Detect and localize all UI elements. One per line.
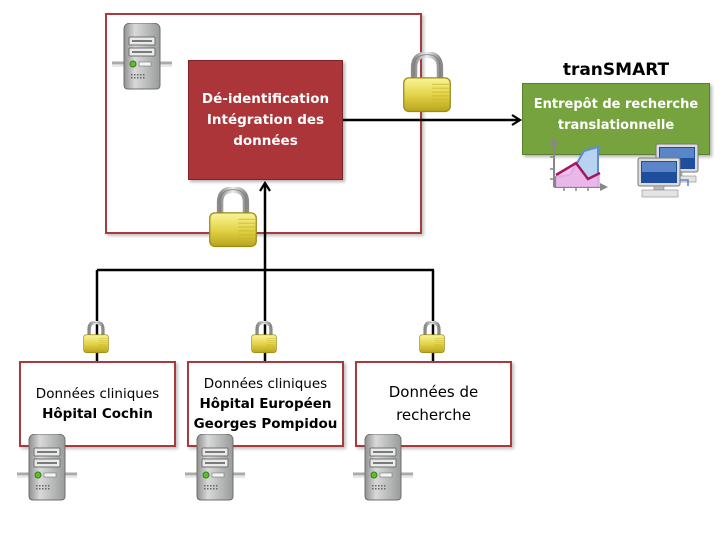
source-2-line-1: Données cliniques [203,376,328,392]
server-icon [183,434,247,502]
source-box-research: Données de recherche [355,361,512,447]
source-3-line-1: Données de [388,383,479,401]
source-box-hegp: Données cliniques Hôpital Européen Georg… [187,361,344,447]
warehouse-line-2: translationnelle [557,118,675,133]
server-icon [15,434,79,502]
area-chart-icon [550,137,608,191]
padlock-icon [82,321,110,354]
transmart-title: tranSMART [562,60,670,80]
core-line-1: Dé-identification [201,90,330,107]
warehouse-line-1: Entrepôt de recherche [533,97,699,112]
source-1-line-2: Hôpital Cochin [42,406,153,422]
server-icon [110,23,174,91]
core-line-2: Intégration des [206,111,325,128]
padlock-icon [250,321,278,354]
desktop-computers-icon [637,143,699,198]
padlock-icon [418,321,446,354]
padlock-icon [400,52,454,114]
source-2-line-3: Georges Pompidou [193,416,338,432]
source-box-cochin: Données cliniques Hôpital Cochin [19,361,176,447]
padlock-icon [206,187,260,249]
source-2-line-2: Hôpital Européen [199,396,332,412]
server-icon [351,434,415,502]
core-line-3: données [233,132,298,149]
deidentification-integration-box: Dé-identification Intégration des donnée… [188,60,343,180]
source-1-line-1: Données cliniques [35,386,160,402]
source-3-line-2: recherche [396,406,471,424]
